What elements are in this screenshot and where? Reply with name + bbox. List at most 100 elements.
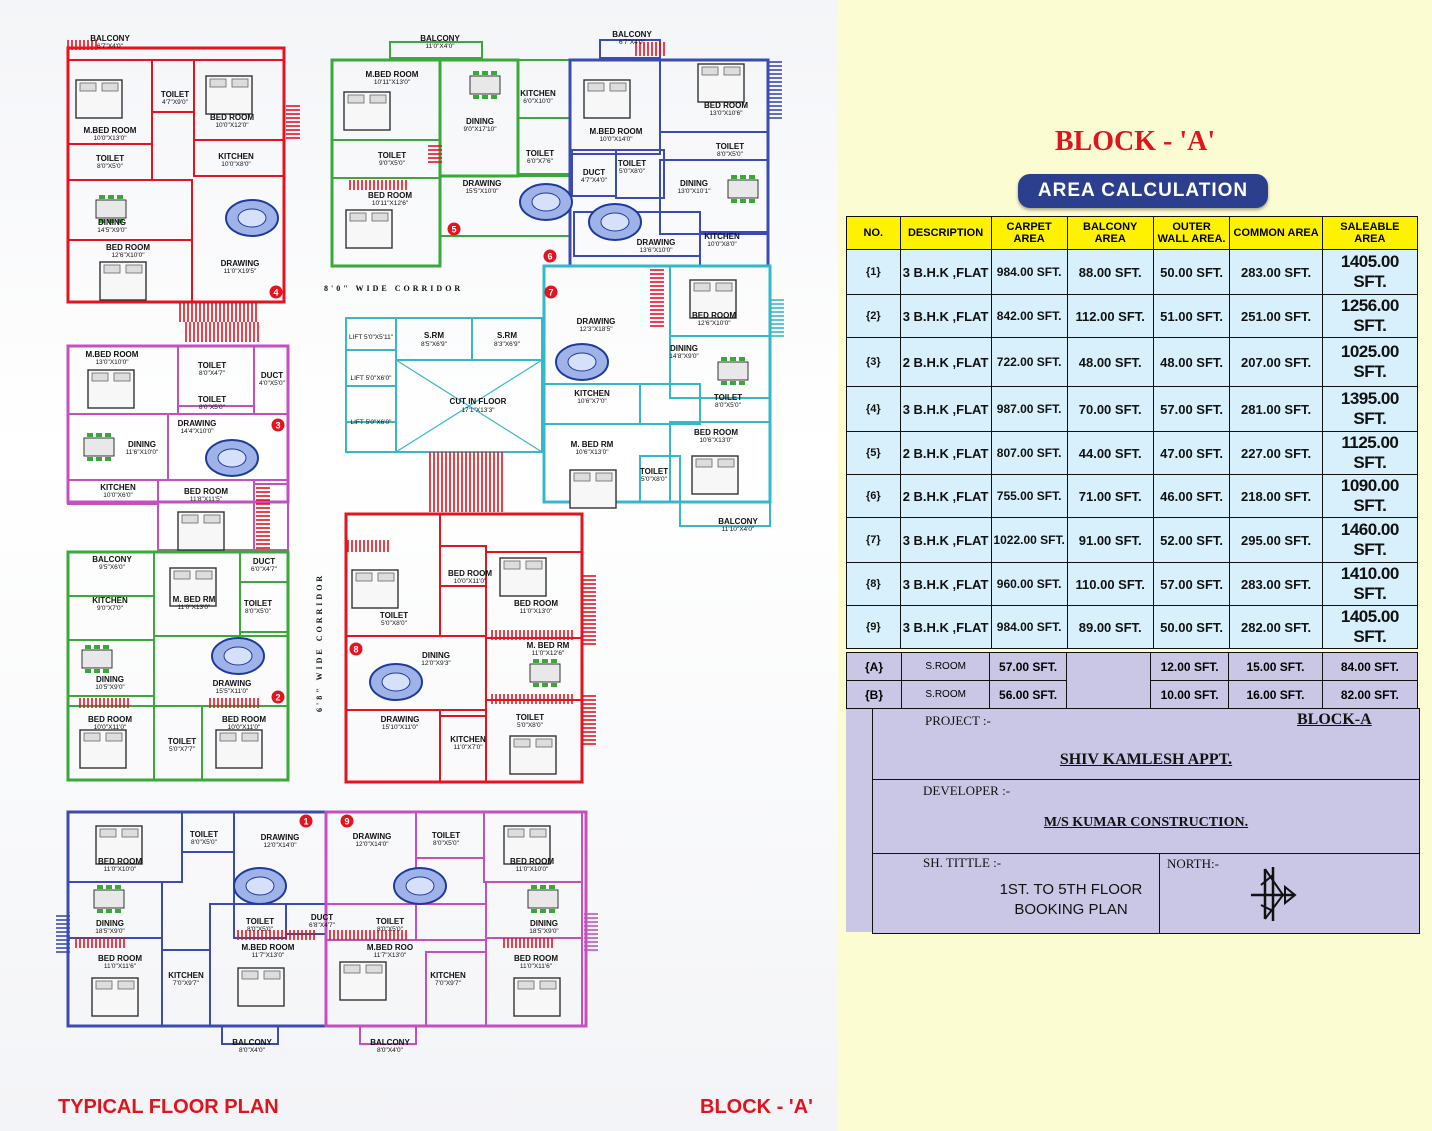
table-cell: 1460.00 SFT. [1321, 517, 1419, 563]
room-dimension: 8'0"X4'0" [239, 1047, 266, 1054]
table-cell: 44.00 SFT. [1066, 431, 1154, 475]
room-dimension: 6'0"X7'6" [527, 158, 554, 165]
room-label: M.BED ROOM [84, 126, 137, 135]
cut-in-floor-label: CUT IN FLOOR [450, 397, 507, 406]
room-label: M.BED ROOM [86, 350, 139, 359]
pillow-icon [219, 732, 237, 742]
room-dimension: 12'6"X10'0" [697, 320, 731, 327]
room-label: KITCHEN [574, 389, 610, 398]
lift-label: LIFT 5'0"X5'11" [349, 334, 394, 341]
chair-icon [533, 683, 539, 687]
room-label: DRAWING [463, 179, 502, 188]
room-label: KITCHEN [168, 971, 204, 980]
room-label: TOILET [96, 154, 124, 163]
table-cell: 57.00 SFT. [1152, 386, 1231, 432]
table-cell: 960.00 SFT. [990, 562, 1068, 606]
corridor-label-mid: 6'8" WIDE CORRIDOR [315, 573, 324, 712]
room-label: KITCHEN [704, 232, 740, 241]
pillow-icon [693, 282, 711, 292]
room-label: KITCHEN [520, 89, 556, 98]
room-dimension: 5'0"X8'0" [619, 168, 646, 175]
flat-marker [447, 222, 461, 236]
table-header-cell: NO. [846, 216, 901, 250]
room-label: DRAWING [637, 238, 676, 247]
room-dimension: 11'0"X19'5" [224, 268, 257, 275]
room-dimension: 12'0"X14'0" [355, 841, 389, 848]
room-label: BED ROOM [704, 101, 748, 110]
room-dimension: 11'6"X10'0" [126, 449, 159, 456]
table-cell: 1090.00 SFT. [1321, 474, 1419, 518]
chair-icon [551, 683, 557, 687]
chair-icon [731, 175, 737, 179]
wall-segment [669, 335, 771, 399]
project-info-box: PROJECT :- BLOCK-A SHIV KAMLESH APPT. DE… [872, 708, 1420, 934]
room-label: BED ROOM [184, 487, 228, 496]
table-cell: 3 B.H.K ,FLAT [899, 294, 992, 338]
chair-icon [721, 357, 727, 361]
table-cell: 207.00 SFT. [1229, 337, 1323, 387]
room-label: TOILET [640, 467, 668, 476]
wall-segment [67, 239, 193, 303]
room-dimension: 11'0"X4'0" [425, 43, 455, 50]
service-room-cell: {B} [846, 680, 902, 709]
chair-icon [106, 885, 112, 889]
room-label: KITCHEN [92, 596, 128, 605]
room-dimension: 8'0"X5'0" [245, 608, 272, 615]
room-label: BALCONY [90, 34, 130, 43]
room-dimension: 11'7"X13'0" [252, 952, 285, 959]
table-cell: 89.00 SFT. [1066, 605, 1154, 649]
table-cell: {7} [846, 517, 901, 563]
furniture-layer [75, 63, 759, 1017]
room-label: DINING [96, 675, 124, 684]
room-label: KITCHEN [218, 152, 254, 161]
wall-segment [359, 1025, 417, 1045]
pillow-icon [377, 572, 395, 582]
dining-table-icon [527, 889, 559, 909]
pillow-icon [503, 560, 521, 570]
room-label: DUCT [311, 913, 333, 922]
dining-table-icon [727, 179, 759, 199]
wall-segment [485, 937, 583, 1027]
room-label: TOILET [246, 917, 274, 926]
table-cell: 57.00 SFT. [1152, 562, 1231, 606]
center-table-icon [245, 876, 275, 896]
room-label: DRAWING [178, 419, 217, 428]
table-cell: 71.00 SFT. [1066, 474, 1154, 518]
typical-floor-plan-title: TYPICAL FLOOR PLAN [58, 1096, 279, 1118]
wall-segment [659, 59, 769, 133]
room-dimension: 4'0"X5'0" [259, 380, 286, 387]
block-heading: BLOCK - 'A' [1054, 126, 1216, 157]
table-cell: 3 B.H.K ,FLAT [899, 605, 992, 649]
room-label: TOILET [198, 361, 226, 370]
room-dimension: 5'0"X7'7" [169, 746, 196, 753]
room-label-layer: M.BED ROOM10'0"X13'0"TOILET4'7"X9'0"BED … [84, 30, 759, 1054]
chair-icon [94, 645, 100, 649]
room-dimension: 15'10"X11'0" [382, 724, 419, 731]
table-cell: {9} [846, 605, 901, 649]
table-cell: 51.00 SFT. [1152, 294, 1231, 338]
room-label: DRAWING [381, 715, 420, 724]
room-dimension: 11'0"X11'6" [104, 963, 137, 970]
room-dimension: 8'0"X5'0" [717, 151, 744, 158]
table-cell: 3 B.H.K ,FLAT [899, 249, 992, 295]
wall-segment [345, 385, 397, 423]
pillow-icon [209, 78, 227, 88]
table-cell: 1410.00 SFT. [1321, 562, 1419, 606]
chair-icon [85, 669, 91, 673]
cut-in-floor-dim: 17'1"X13'3" [461, 407, 495, 414]
table-cell: 722.00 SFT. [990, 337, 1068, 387]
room-dimension: 9'5"X6'0" [99, 564, 126, 571]
center-table-icon [217, 448, 247, 468]
wall-segment [67, 179, 193, 241]
wall-segment [395, 359, 543, 453]
chair-icon [740, 175, 746, 179]
chair-icon [87, 457, 93, 461]
chair-icon [117, 219, 123, 223]
table-cell: 47.00 SFT. [1152, 431, 1231, 475]
room-label: BED ROOM [514, 599, 558, 608]
